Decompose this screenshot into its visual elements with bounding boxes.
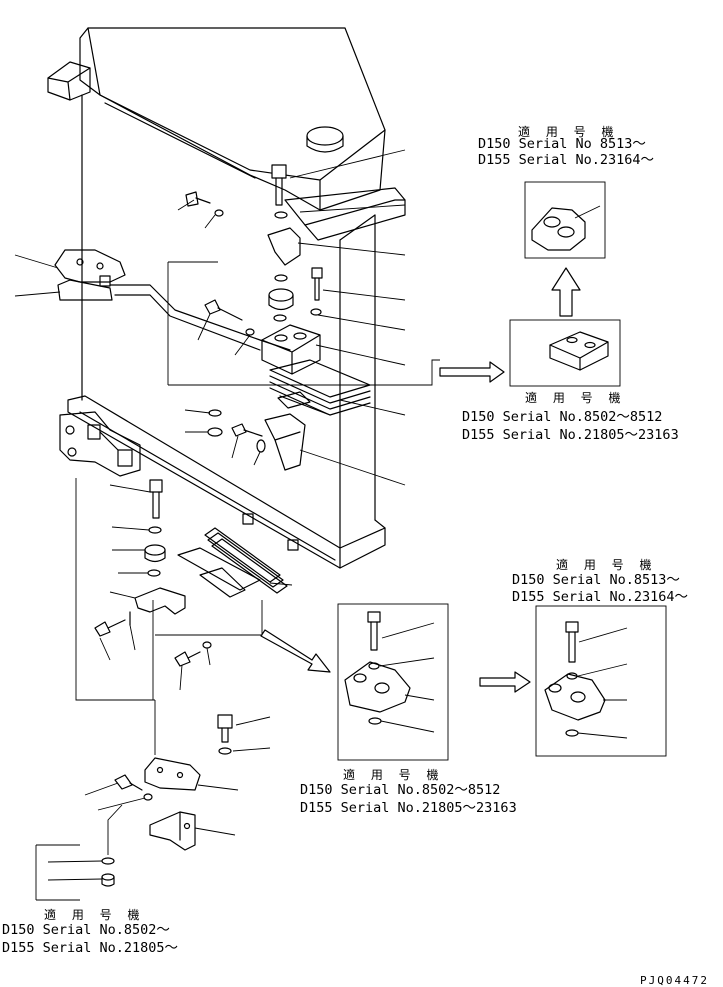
- callout-mid-right-title: 適 用 号 機: [525, 391, 627, 405]
- callout-lower-center-line2: D155 Serial No.21805～23163: [300, 800, 517, 816]
- callout-top-right-line1: D150 Serial No 8513～: [478, 136, 646, 152]
- detail-box-mid-right: [439, 319, 621, 387]
- callout-lower-right-title: 適 用 号 機: [556, 558, 658, 572]
- detail-box-lower-right: [535, 605, 667, 757]
- callout-mid-right-line1: D150 Serial No.8502～8512: [462, 409, 663, 425]
- callout-lower-center-line1: D150 Serial No.8502～8512: [300, 782, 501, 798]
- detail-box-top-right: [524, 181, 606, 317]
- callout-lower-center-title: 適 用 号 機: [343, 768, 445, 782]
- callout-lower-right-line1: D150 Serial No.8513～: [512, 572, 680, 588]
- lower-bracket: [101, 714, 233, 887]
- upper-hardware: [185, 164, 371, 471]
- detail-box-bottom-left: [35, 844, 80, 901]
- callout-bottom-left-line1: D150 Serial No.8502～: [2, 922, 170, 938]
- callout-top-right-title: 適 用 号 機: [518, 125, 620, 139]
- callout-lower-right-line2: D155 Serial No.23164～: [512, 589, 689, 605]
- callout-mid-right-line2: D155 Serial No.21805～23163: [462, 427, 679, 443]
- callout-bottom-left-title: 適 用 号 機: [44, 908, 146, 922]
- drawing-code: PJQ04472: [640, 974, 709, 987]
- detail-box-lower-center: [260, 603, 531, 761]
- callout-bottom-left-line2: D155 Serial No.21805～: [2, 940, 179, 956]
- callout-top-right-line2: D155 Serial No.23164～: [478, 152, 655, 168]
- radiator-assembly: [47, 27, 406, 569]
- lower-hardware: [94, 479, 288, 667]
